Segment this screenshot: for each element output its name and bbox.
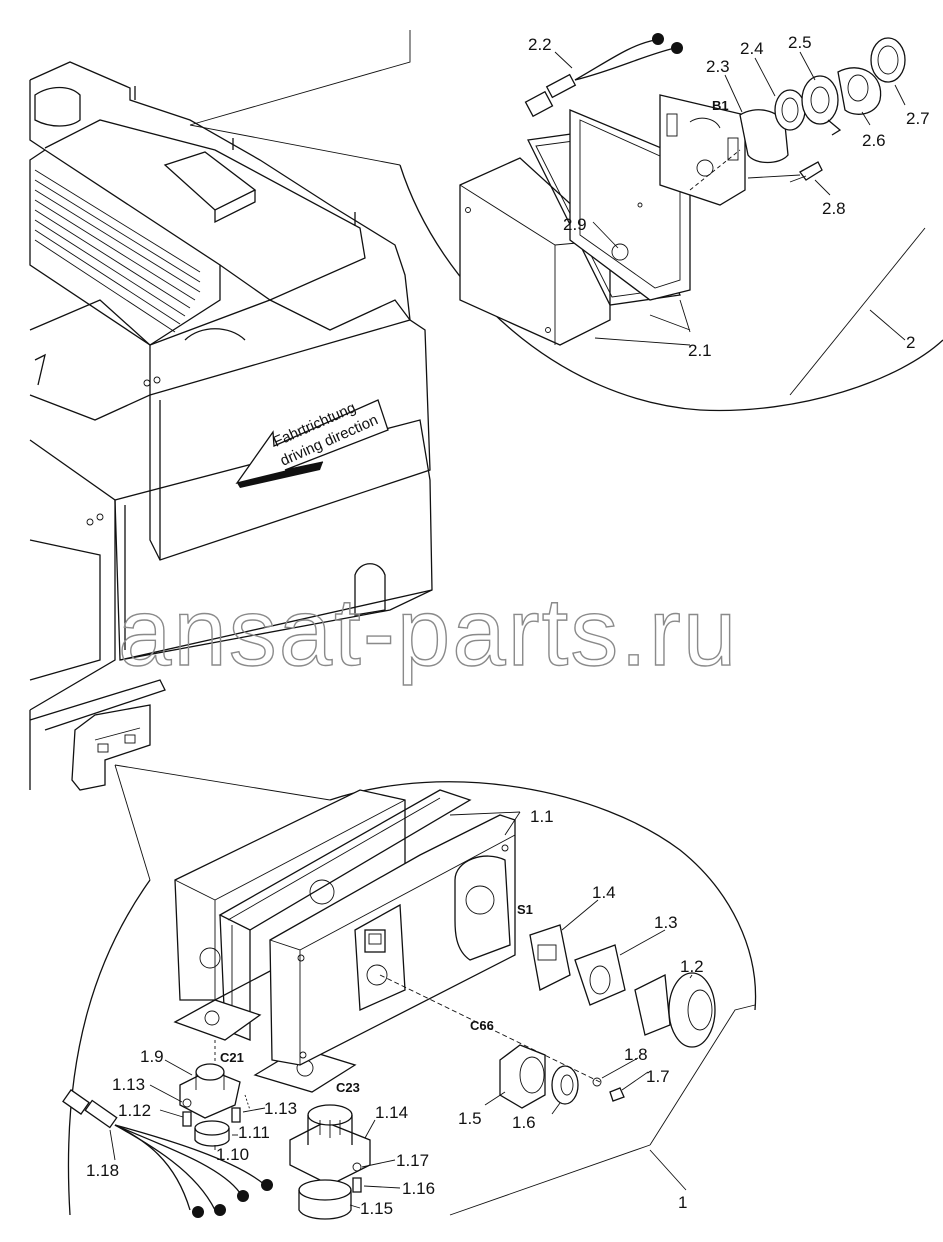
callout-2-8: 2.8 bbox=[822, 199, 846, 218]
callout-2-5: 2.5 bbox=[788, 33, 812, 52]
callout-1-13-left: 1.13 bbox=[112, 1075, 145, 1094]
callout-1-17: 1.17 bbox=[396, 1151, 429, 1170]
callout-2-7: 2.7 bbox=[906, 109, 930, 128]
callout-1-11: 1.11 bbox=[238, 1123, 270, 1142]
driving-direction-arrow: Fahrtrichtung driving direction bbox=[235, 399, 389, 488]
watermark: ansat-parts.ru bbox=[118, 579, 738, 686]
callout-2-1: 2.1 bbox=[688, 341, 712, 360]
detail-circle-1 bbox=[62, 764, 757, 1220]
callout-2-4: 2.4 bbox=[740, 39, 764, 58]
callout-2-9: 2.9 bbox=[563, 215, 587, 234]
callout-1-16: 1.16 bbox=[402, 1179, 435, 1198]
ref-b1: B1 bbox=[712, 98, 729, 113]
callout-2-2: 2.2 bbox=[528, 35, 552, 54]
callout-2-3: 2.3 bbox=[706, 57, 730, 76]
callout-1-3: 1.3 bbox=[654, 913, 678, 932]
detail-circle-2 bbox=[189, 30, 943, 412]
ref-c23: C23 bbox=[336, 1080, 360, 1095]
callout-1-13-right: 1.13 bbox=[264, 1099, 297, 1118]
callout-2-6: 2.6 bbox=[862, 131, 886, 150]
callout-1-18: 1.18 bbox=[86, 1161, 119, 1180]
callout-2: 2 bbox=[906, 333, 915, 352]
callout-1-7: 1.7 bbox=[646, 1067, 670, 1086]
machine-body bbox=[29, 61, 469, 791]
callout-1-10: 1.10 bbox=[216, 1145, 249, 1164]
callout-1: 1 bbox=[678, 1193, 687, 1212]
callout-1-2: 1.2 bbox=[680, 957, 704, 976]
callout-1-6: 1.6 bbox=[512, 1113, 536, 1132]
ref-c66: C66 bbox=[470, 1018, 494, 1033]
ref-s1: S1 bbox=[517, 902, 533, 917]
callout-1-4: 1.4 bbox=[592, 883, 616, 902]
callout-1-1: 1.1 bbox=[530, 807, 554, 826]
callout-1-12: 1.12 bbox=[118, 1101, 151, 1120]
callout-1-14: 1.14 bbox=[375, 1103, 408, 1122]
callout-1-5: 1.5 bbox=[458, 1109, 482, 1128]
ref-c21: C21 bbox=[220, 1050, 244, 1065]
callout-1-15: 1.15 bbox=[360, 1199, 393, 1218]
callout-1-8: 1.8 bbox=[624, 1045, 648, 1064]
callout-1-9: 1.9 bbox=[140, 1047, 164, 1066]
